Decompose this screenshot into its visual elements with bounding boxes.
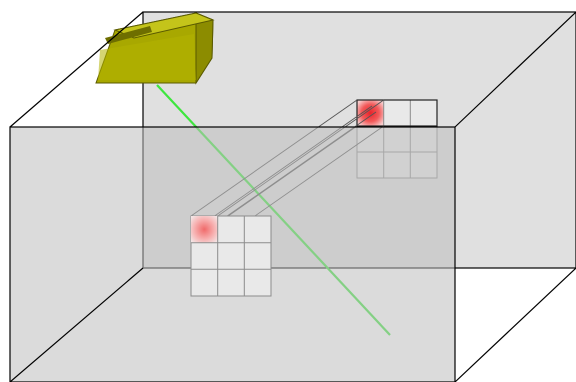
front-grid-highlight-cell <box>191 216 218 243</box>
laser-sensor-icon <box>95 12 215 85</box>
box-edges <box>9 11 576 382</box>
front-grid <box>190 215 272 297</box>
